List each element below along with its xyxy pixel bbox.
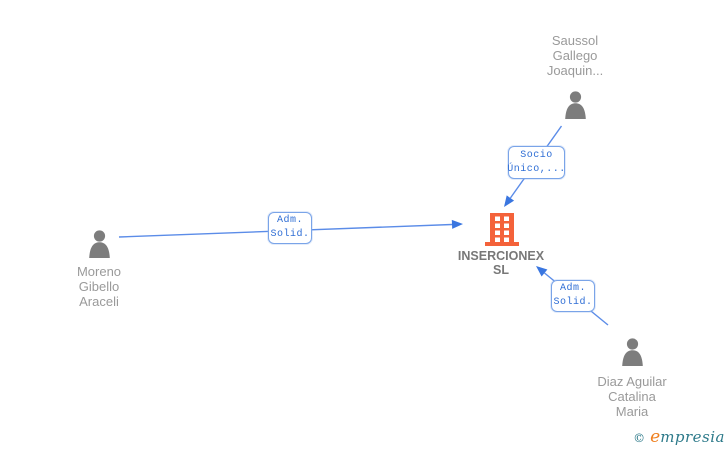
person-name-line: Gallego	[552, 48, 598, 63]
person-name-line: Diaz Aguilar	[597, 374, 667, 389]
building-icon[interactable]	[485, 213, 519, 246]
edge-label-line: Único,...	[507, 163, 566, 175]
company-name-line: SL	[493, 263, 509, 277]
company-name-line: INSERCIONEX	[457, 249, 545, 263]
person-name-moreno[interactable]: Moreno Gibello Araceli	[34, 264, 164, 309]
edge-label-line: Adm.	[559, 283, 586, 294]
edge-label-line: Solid.	[270, 229, 310, 240]
person-name-line: Saussol	[551, 33, 599, 48]
person-name-line: Gibello	[78, 279, 120, 294]
person-name-line: Araceli	[79, 294, 119, 309]
brand-letter-e: e	[650, 427, 661, 447]
edge-label-adm-solid-moreno: Adm. Solid.	[268, 212, 312, 244]
edge-label-adm-solid-diaz: Adm. Solid.	[551, 280, 595, 312]
person-name-diaz[interactable]: Diaz Aguilar Catalina Maria	[567, 374, 697, 419]
person-icon[interactable]	[619, 338, 646, 366]
edge-arrowhead-moreno-company	[451, 219, 463, 229]
edge-label-line: Socio	[520, 149, 553, 161]
edge-arrowhead-saussol-company	[504, 195, 515, 207]
person-name-saussol[interactable]: Saussol Gallego Joaquin...	[510, 33, 640, 78]
edge-label-socio-unico: Socio Único,...	[507, 146, 566, 179]
person-name-line: Catalina	[608, 389, 656, 404]
edge-label-line: Adm.	[276, 215, 303, 226]
edge-label-line: Solid.	[553, 297, 593, 308]
person-name-line: Maria	[615, 404, 649, 419]
edge-arrowhead-diaz-company	[536, 266, 548, 277]
person-name-line: Joaquin...	[546, 63, 604, 78]
brand-text: mpresia	[660, 428, 725, 446]
person-icon[interactable]	[86, 230, 113, 258]
copyright-icon: ©	[633, 431, 646, 445]
empresia-logo[interactable]: © e mpresia	[633, 427, 725, 447]
person-icon[interactable]	[562, 91, 589, 119]
person-name-line: Moreno	[76, 264, 122, 279]
company-name[interactable]: INSERCIONEX SL	[436, 249, 566, 277]
